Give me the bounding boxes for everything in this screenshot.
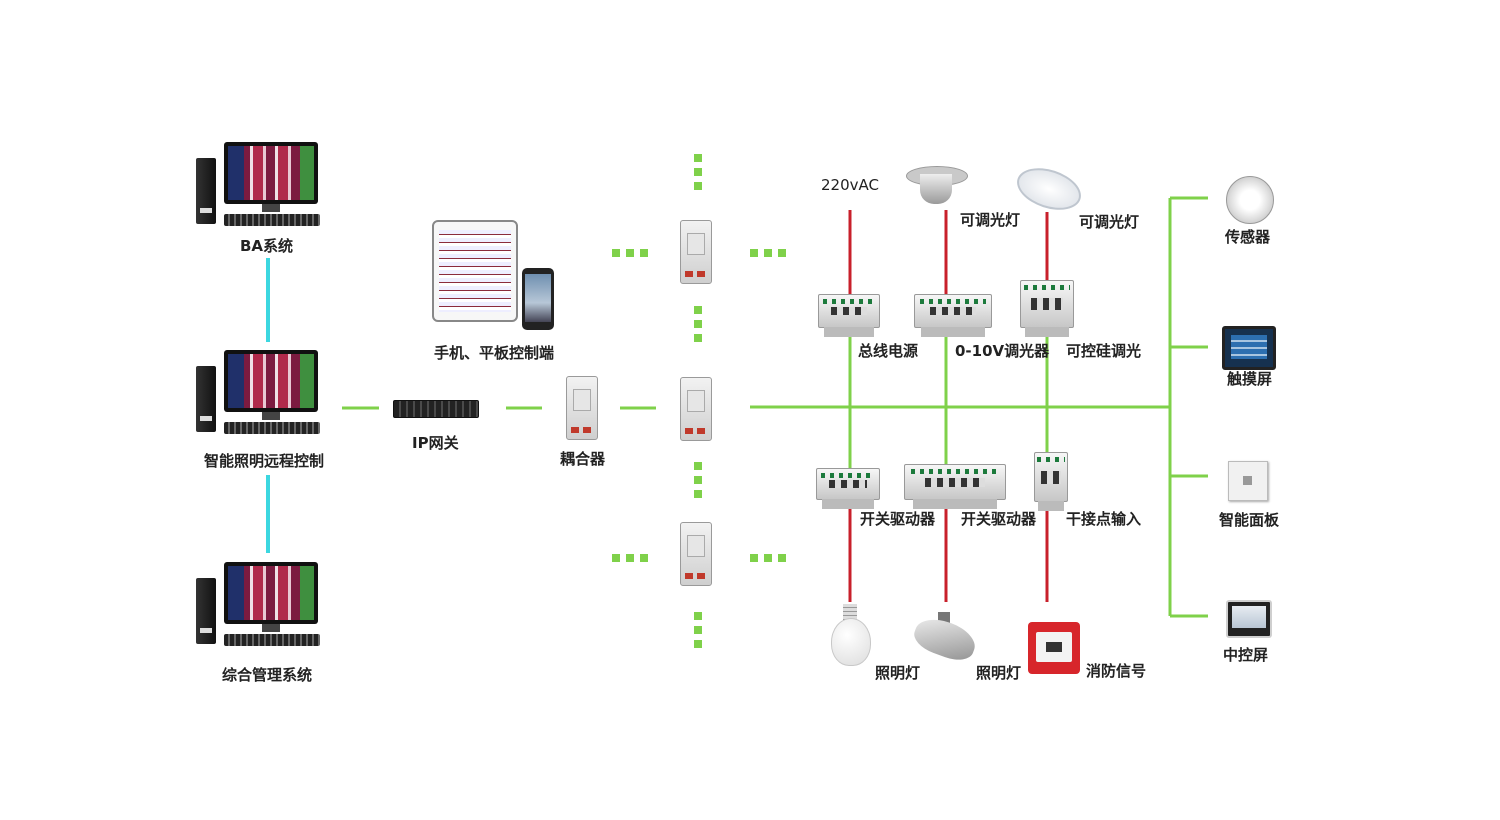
label-central-screen: 中控屏 [1223,646,1269,664]
bus-power-device [818,294,880,337]
central-screen-device [1226,600,1272,638]
dotted-continuation [612,154,786,648]
label-mobile-control: 手机、平板控制端 [434,344,555,362]
label-fire-signal: 消防信号 [1086,662,1147,680]
label-smart-panel: 智能面板 [1219,511,1280,529]
label-remote-control: 智能照明远程控制 [204,452,325,470]
pc-tower [196,158,216,224]
coupler-device [566,376,598,440]
ba-system-computer [196,142,320,228]
label-voltage: 220vAC [821,176,879,194]
switch-actuator-device-1 [816,468,880,509]
fire-alarm-button [1028,622,1080,674]
line-coupler-middle [680,377,712,441]
ip-gateway-device [393,400,479,418]
label-lighting-1: 照明灯 [875,664,921,682]
label-integrated-mgmt: 综合管理系统 [222,666,313,684]
sensor-device [1226,176,1274,224]
label-dimmable-light-1: 可调光灯 [960,211,1021,229]
label-bus-power: 总线电源 [858,342,919,360]
bulb-lamp [831,604,871,666]
label-ip-gateway: IP网关 [412,434,459,452]
remote-control-computer [196,350,320,436]
label-switch-actuator-1: 开关驱动器 [860,510,936,528]
line-coupler-bottom [680,522,712,586]
touch-screen-device [1222,326,1276,370]
label-dimmable-light-2: 可调光灯 [1079,213,1140,231]
switch-actuator-device-2 [904,464,1006,509]
pc-monitor [224,142,318,204]
phone-device [522,268,554,330]
downlight-lamp [906,166,968,208]
label-dimmer: 0-10V调光器 [955,342,1050,360]
scr-dimmer-device [1020,280,1074,337]
pc-keyboard [224,214,320,226]
label-switch-actuator-2: 开关驱动器 [961,510,1037,528]
label-sensor: 传感器 [1225,228,1271,246]
label-coupler: 耦合器 [560,450,606,468]
label-scr-dimmer: 可控硅调光 [1066,342,1142,360]
line-coupler-top [680,220,712,284]
label-ba-system: BA系统 [240,237,294,255]
dry-contact-device [1034,452,1068,511]
integrated-mgmt-computer [196,562,320,648]
dimmer-device [914,294,992,337]
tablet-device [432,220,518,322]
smart-panel-device [1228,461,1268,501]
label-dry-contact: 干接点输入 [1066,510,1142,528]
label-touch-screen: 触摸屏 [1227,370,1273,388]
label-lighting-2: 照明灯 [976,664,1022,682]
highbay-lamp [910,612,980,666]
